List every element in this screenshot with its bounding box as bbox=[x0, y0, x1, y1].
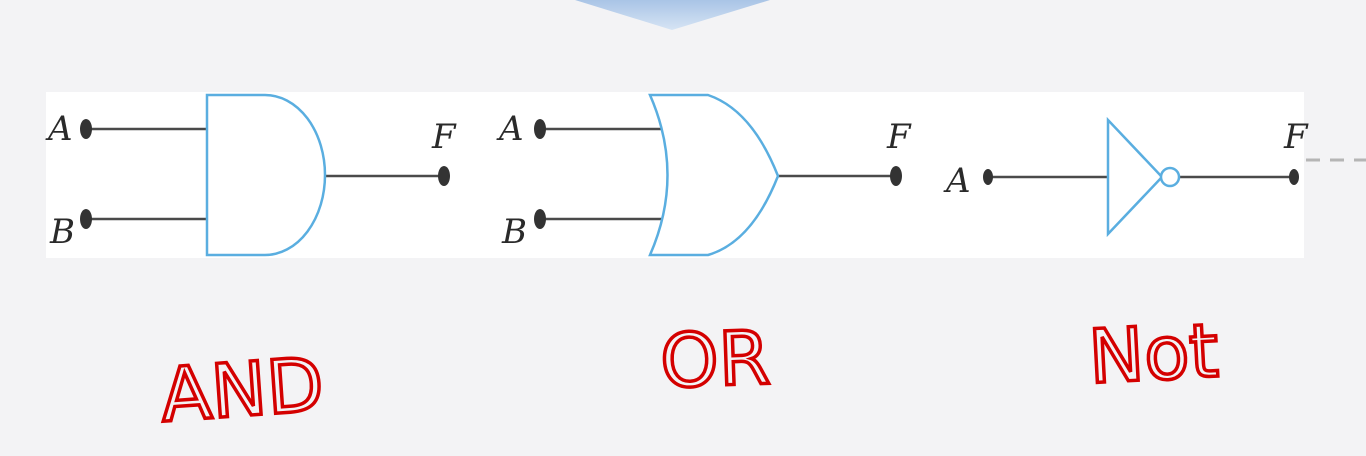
and-terminal-a bbox=[80, 119, 92, 139]
or-input-b-label: B bbox=[501, 212, 527, 252]
not-terminal-f bbox=[1289, 169, 1299, 185]
or-caption: OR bbox=[659, 315, 772, 405]
or-gate-symbol bbox=[648, 93, 780, 257]
or-output-label: F bbox=[886, 117, 912, 157]
not-gate-bubble bbox=[1159, 166, 1181, 188]
or-input-a-label: A bbox=[496, 109, 524, 149]
not-caption: Not bbox=[1087, 308, 1221, 401]
not-input-a-label: A bbox=[943, 161, 971, 201]
not-gate-triangle bbox=[1106, 116, 1164, 238]
and-caption: AND bbox=[158, 342, 327, 439]
and-input-a-label: A bbox=[45, 109, 73, 149]
or-gate-group: A B F bbox=[496, 93, 912, 257]
or-terminal-f bbox=[890, 166, 902, 186]
and-gate-symbol bbox=[205, 93, 327, 257]
not-gate-group: A F bbox=[943, 116, 1309, 238]
or-terminal-a bbox=[534, 119, 546, 139]
and-gate-group: A B F bbox=[45, 93, 457, 257]
or-terminal-b bbox=[534, 209, 546, 229]
and-terminal-b bbox=[80, 209, 92, 229]
and-terminal-f bbox=[438, 166, 450, 186]
not-terminal-a bbox=[983, 169, 993, 185]
not-output-label: F bbox=[1283, 117, 1309, 157]
and-input-b-label: B bbox=[49, 212, 75, 252]
and-output-label: F bbox=[431, 117, 457, 157]
down-arrow-tip bbox=[575, 0, 770, 30]
